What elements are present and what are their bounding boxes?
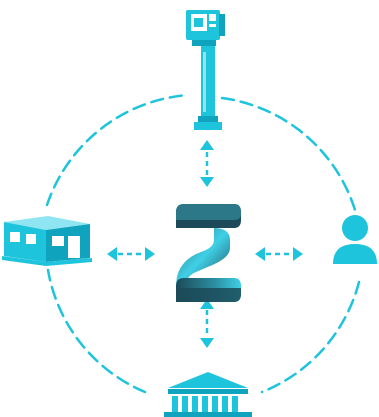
ring-arc-bottom-left — [46, 268, 147, 394]
arrowhead-up — [200, 299, 214, 309]
connector-bottom — [200, 299, 214, 348]
arrowhead-left — [107, 247, 117, 261]
connector-top — [200, 140, 214, 187]
dashed-ring — [45, 93, 361, 394]
arrowhead-up — [200, 140, 214, 150]
connector-right — [255, 247, 303, 261]
bank-icon — [164, 372, 252, 417]
z-logo-icon — [176, 204, 241, 302]
ring-arc-right-bottom — [260, 280, 361, 394]
arrowhead-down — [200, 338, 214, 348]
building-icon — [2, 216, 92, 266]
arrowhead-down — [200, 177, 214, 187]
connector-left — [107, 247, 155, 261]
arrowhead-left — [255, 247, 265, 261]
ring-arc-left-top — [45, 93, 190, 207]
ring-arc-top-right — [220, 96, 357, 212]
arrowhead-right — [293, 247, 303, 261]
kiosk-terminal-icon — [186, 10, 225, 130]
user-icon — [333, 215, 377, 264]
arrowhead-right — [145, 247, 155, 261]
